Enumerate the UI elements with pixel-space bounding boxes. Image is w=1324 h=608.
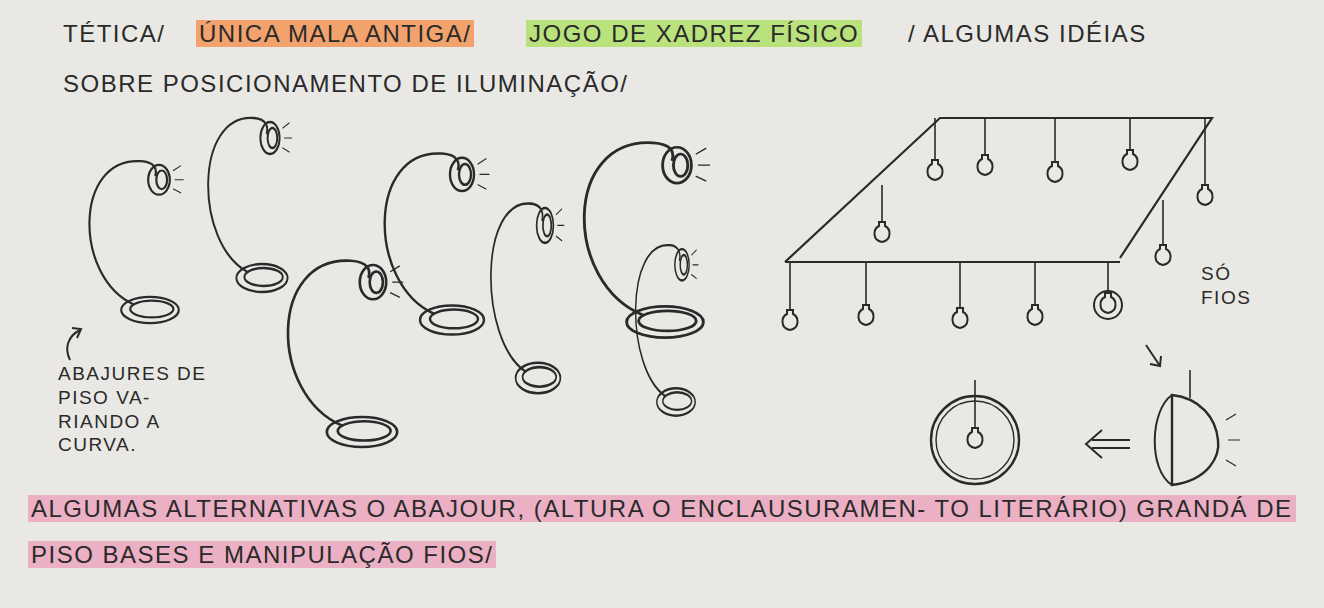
light-bulb	[1027, 305, 1042, 325]
handwritten-note: JOGO DE XADREZ FÍSICO	[526, 20, 862, 47]
highlight-circle	[1094, 291, 1122, 319]
note-box: / ALGUMAS IDÉIAS	[905, 18, 1150, 49]
floor-lamp	[89, 161, 183, 323]
pointer-arrow	[1146, 345, 1161, 366]
note-box: TÉTICA/	[60, 18, 169, 49]
light-bulb	[1047, 162, 1062, 182]
floor-lamp	[491, 203, 564, 393]
note-box: JOGO DE XADREZ FÍSICO	[526, 18, 862, 49]
note-box: ALGUMAS ALTERNATIVAS O ABAJOUR, (ALTURA …	[28, 486, 1303, 577]
handwritten-note: ABAJURES DE PISO VA- RIANDO A CURVA.	[55, 363, 209, 455]
handwritten-note: / ALGUMAS IDÉIAS	[905, 20, 1150, 47]
light-bulb	[858, 305, 873, 325]
handwritten-note: TÉTICA/	[60, 20, 169, 47]
floor-lamp	[385, 153, 489, 334]
hanging-wires	[790, 118, 1205, 310]
light-bulb	[967, 428, 982, 448]
handwritten-note: SOBRE POSICIONAMENTO DE ILUMINAÇÃO/	[60, 70, 631, 97]
note-box: ÚNICA MALA ANTIGA/	[196, 18, 474, 49]
light-bulb	[782, 310, 797, 330]
floor-lamp	[636, 245, 699, 416]
ceiling-frame	[785, 118, 1212, 262]
light-bulb	[1100, 293, 1115, 313]
arrow-head	[72, 328, 81, 338]
handwritten-note: ÚNICA MALA ANTIGA/	[196, 20, 474, 47]
floor-lamp	[208, 118, 291, 292]
floor-lamp	[288, 261, 403, 447]
double-arrow	[1086, 430, 1130, 458]
dome-shade	[1172, 395, 1218, 485]
light-bulb	[1197, 185, 1212, 205]
hanging-wire	[974, 380, 976, 428]
floor-lamp	[584, 143, 709, 338]
light-bulb	[1155, 245, 1170, 265]
light-bulb	[1122, 150, 1137, 170]
light-bulb	[952, 308, 967, 328]
handwritten-note: SÓ FIOS	[1198, 263, 1254, 308]
light-bulb	[927, 160, 942, 180]
light-bulb	[977, 155, 992, 175]
dome-shade	[1155, 395, 1172, 485]
hanging-wire	[1189, 370, 1191, 398]
light-rays	[1226, 414, 1240, 466]
light-bulb	[874, 222, 889, 242]
handwritten-note: ALGUMAS ALTERNATIVAS O ABAJOUR, (ALTURA …	[28, 495, 1296, 568]
note-box: ABAJURES DE PISO VA- RIANDO A CURVA.	[55, 362, 220, 457]
note-box: SOBRE POSICIONAMENTO DE ILUMINAÇÃO/	[60, 68, 631, 99]
note-box: SÓ FIOS	[1198, 262, 1278, 310]
